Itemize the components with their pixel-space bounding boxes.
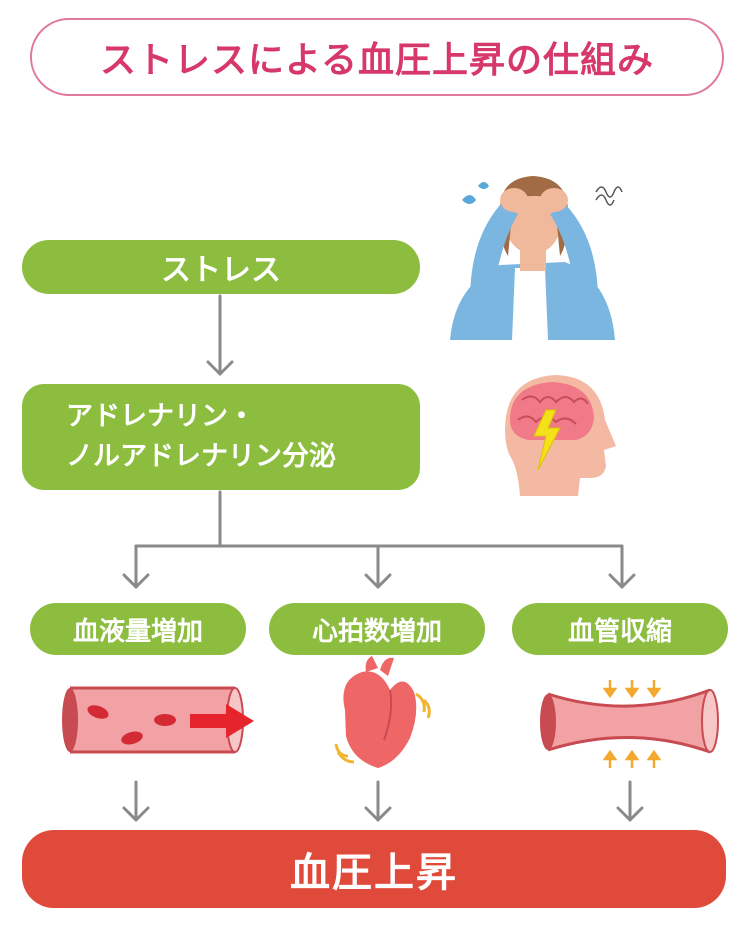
title-banner: ストレスによる血圧上昇の仕組み bbox=[30, 18, 724, 96]
effect-label: 血液量増加 bbox=[72, 616, 203, 647]
step-stress-label: ストレス bbox=[161, 253, 281, 288]
page-title: ストレスによる血圧上昇の仕組み bbox=[100, 40, 654, 81]
arrow-stress-to-hormone bbox=[206, 294, 234, 376]
arrows-to-result bbox=[122, 780, 644, 822]
effect-label: 心拍数増加 bbox=[311, 616, 442, 647]
hormone-label-line1: アドレナリン・ bbox=[66, 401, 255, 432]
constricted-vessel-icon bbox=[540, 680, 719, 768]
blood-flow-vessel-icon bbox=[62, 686, 254, 754]
effect-heart-rate: 心拍数増加 bbox=[269, 603, 485, 655]
brain-lightning-icon bbox=[505, 375, 616, 496]
stressed-woman-icon bbox=[450, 176, 623, 340]
beating-heart-icon bbox=[334, 656, 431, 768]
result-blood-pressure-rise: 血圧上昇 bbox=[22, 830, 726, 908]
effect-vasoconstriction: 血管収縮 bbox=[512, 603, 728, 655]
hormone-label-line2: ノルアドレナリン分泌 bbox=[66, 441, 336, 472]
result-label: 血圧上昇 bbox=[290, 850, 458, 896]
step-hormone-secretion: アドレナリン・ ノルアドレナリン分泌 bbox=[22, 384, 420, 490]
effect-label: 血管収縮 bbox=[567, 616, 672, 647]
step-stress: ストレス bbox=[22, 240, 420, 294]
branch-connector bbox=[122, 490, 636, 589]
effect-blood-volume: 血液量増加 bbox=[30, 603, 246, 655]
